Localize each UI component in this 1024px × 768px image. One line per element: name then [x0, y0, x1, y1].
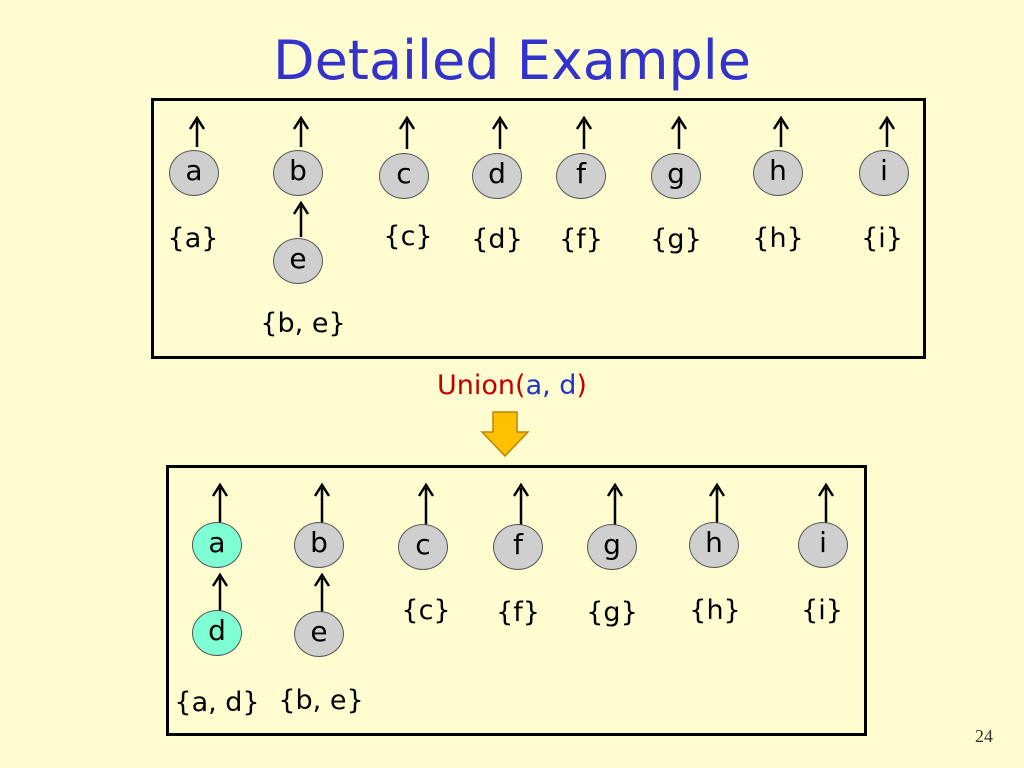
after-set-be: {b, e} — [278, 685, 364, 716]
after-node-g: g — [587, 524, 637, 570]
before-node-f: f — [556, 153, 606, 199]
after-set-i: {i} — [801, 595, 843, 626]
after-parent-arrows — [211, 482, 835, 612]
before-set-be: {b, e} — [260, 308, 346, 339]
before-set-i: {i} — [861, 223, 903, 254]
after-set-c: {c} — [401, 595, 451, 626]
before-node-e: e — [273, 238, 323, 284]
after-set-g: {g} — [586, 597, 638, 628]
before-node-d: d — [472, 153, 522, 199]
after-node-b: b — [294, 522, 344, 568]
before-set-h: {h} — [752, 223, 804, 254]
down-arrow-icon — [480, 411, 530, 458]
after-node-f: f — [493, 524, 543, 570]
after-node-h: h — [689, 522, 739, 568]
operation-name: Union( — [437, 370, 526, 401]
page-number: 24 — [975, 726, 993, 746]
after-set-h: {h} — [689, 595, 741, 626]
before-set-d: {d} — [471, 224, 523, 255]
before-node-h: h — [753, 150, 803, 196]
operation-separator: , — [542, 370, 560, 401]
before-node-a: a — [169, 150, 219, 196]
slide-title: Detailed Example — [272, 29, 751, 92]
before-set-c: {c} — [383, 221, 433, 252]
before-node-b: b — [273, 150, 323, 196]
union-operation-label: Union(a, d) — [0, 366, 1024, 406]
operation-close: ) — [576, 370, 587, 401]
after-node-e: e — [294, 611, 344, 657]
before-parent-arrows — [188, 115, 896, 237]
before-node-i: i — [859, 150, 909, 196]
before-set-a: {a} — [167, 223, 219, 254]
before-set-f: {f} — [559, 224, 603, 255]
after-node-d: d — [192, 610, 242, 656]
operation-arg-a: a — [525, 370, 543, 401]
after-node-a: a — [192, 522, 242, 568]
after-node-c: c — [398, 524, 448, 570]
before-node-c: c — [379, 153, 429, 199]
before-panel — [151, 98, 926, 359]
after-set-ad: {a, d} — [174, 687, 260, 718]
after-panel — [166, 465, 867, 736]
operation-arg-d: d — [559, 370, 577, 401]
after-node-i: i — [798, 522, 848, 568]
after-set-f: {f} — [496, 597, 540, 628]
before-set-g: {g} — [650, 224, 702, 255]
before-node-g: g — [651, 153, 701, 199]
